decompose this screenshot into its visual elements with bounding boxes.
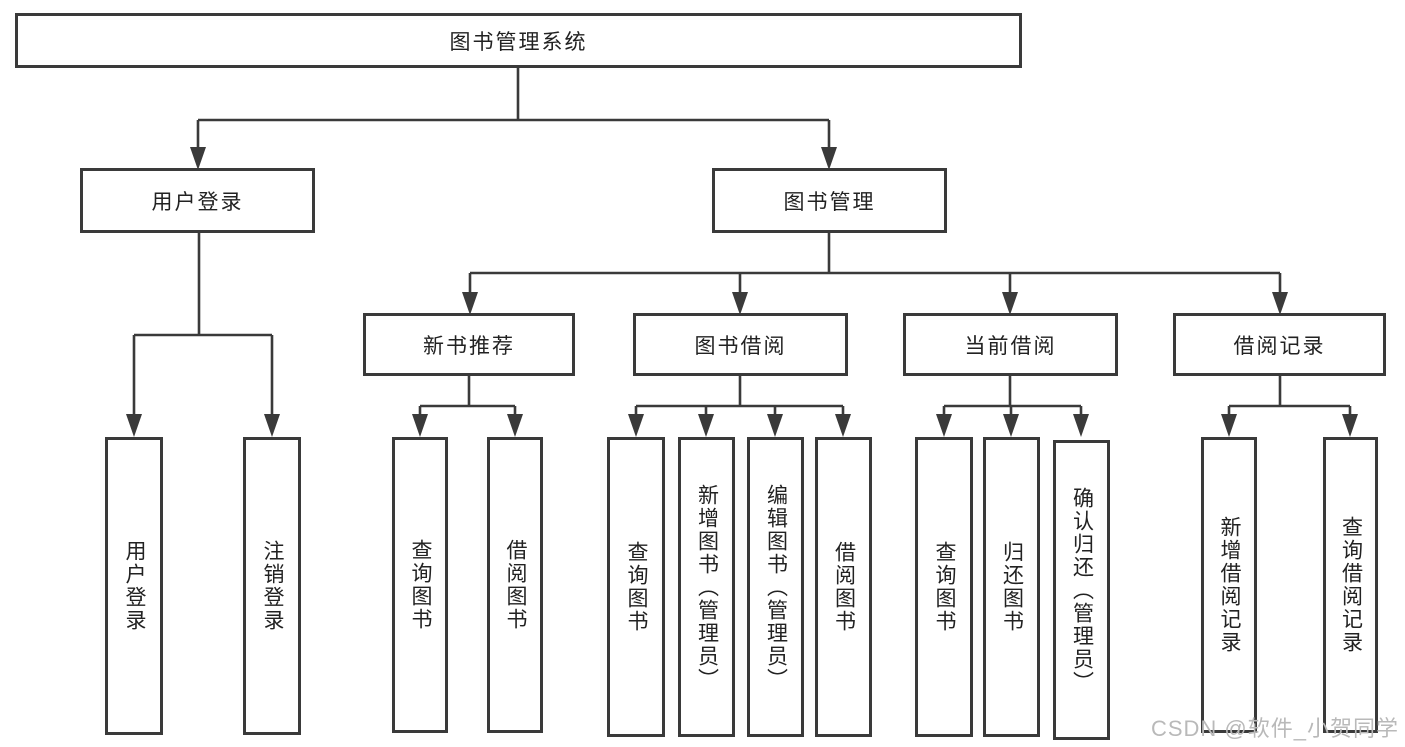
node-label: 图书管理: [783, 190, 876, 214]
node-label: 借阅记录: [1233, 334, 1326, 358]
node-label: 用户登录: [151, 190, 244, 214]
connector-user-login: [132, 233, 274, 419]
leaf-confirm-return-admin: 确认归还（管理员）: [1053, 440, 1110, 740]
leaf-query-books-recommend: 查询图书: [392, 437, 448, 733]
connector-current-borrowing: [942, 376, 1083, 419]
leaf-label: 新增借阅记录: [1218, 516, 1241, 654]
leaf-query-borrow-record: 查询借阅记录: [1323, 437, 1378, 733]
connector-root: [196, 68, 831, 150]
leaf-label: 编辑图书（管理员）: [764, 483, 788, 691]
node-library-system: 图书管理系统: [15, 13, 1022, 68]
node-current-borrowing: 当前借阅: [903, 313, 1118, 376]
leaf-label: 用户登录: [123, 540, 146, 632]
node-label: 新书推荐: [423, 334, 515, 358]
leaf-edit-books-admin: 编辑图书（管理员）: [747, 437, 804, 737]
node-book-management: 图书管理: [712, 168, 947, 233]
leaf-label: 借阅图书: [832, 541, 856, 633]
leaf-query-books-borrowing: 查询图书: [607, 437, 665, 737]
leaf-label: 借阅图书: [504, 539, 527, 631]
node-label: 图书借阅: [694, 334, 787, 358]
leaf-label: 归还图书: [1000, 541, 1024, 633]
node-label: 图书管理系统: [449, 30, 588, 54]
leaf-add-borrow-record: 新增借阅记录: [1201, 437, 1257, 733]
leaf-query-books-current: 查询图书: [915, 437, 973, 737]
connector-book-borrowing: [634, 376, 845, 419]
leaf-label: 查询图书: [409, 539, 432, 631]
leaf-borrow-books-borrowing: 借阅图书: [815, 437, 872, 737]
node-borrowing-records: 借阅记录: [1173, 313, 1386, 376]
watermark: CSDN @软件_小贺同学: [1150, 716, 1399, 741]
leaf-add-books-admin: 新增图书（管理员）: [678, 437, 735, 737]
leaf-borrow-books-recommend: 借阅图书: [487, 437, 543, 733]
leaf-label: 查询图书: [625, 541, 648, 633]
connector-book-management: [468, 233, 1282, 295]
node-label: 当前借阅: [964, 334, 1057, 358]
leaf-label: 查询图书: [933, 541, 956, 633]
leaf-user-login: 用户登录: [105, 437, 163, 735]
leaf-label: 新增图书（管理员）: [695, 483, 719, 691]
leaf-label: 确认归还（管理员）: [1070, 486, 1094, 694]
node-book-borrowing: 图书借阅: [633, 313, 848, 376]
leaf-label: 查询借阅记录: [1339, 516, 1363, 654]
arrowheads: [126, 147, 1358, 437]
leaf-logout-login: 注销登录: [243, 437, 301, 735]
leaf-return-books: 归还图书: [983, 437, 1040, 737]
leaf-label: 注销登录: [261, 540, 284, 632]
connector-borrowing-records: [1227, 376, 1352, 419]
node-user-login: 用户登录: [80, 168, 315, 233]
node-new-book-recommend: 新书推荐: [363, 313, 575, 376]
connector-new-book-recommend: [418, 376, 517, 419]
